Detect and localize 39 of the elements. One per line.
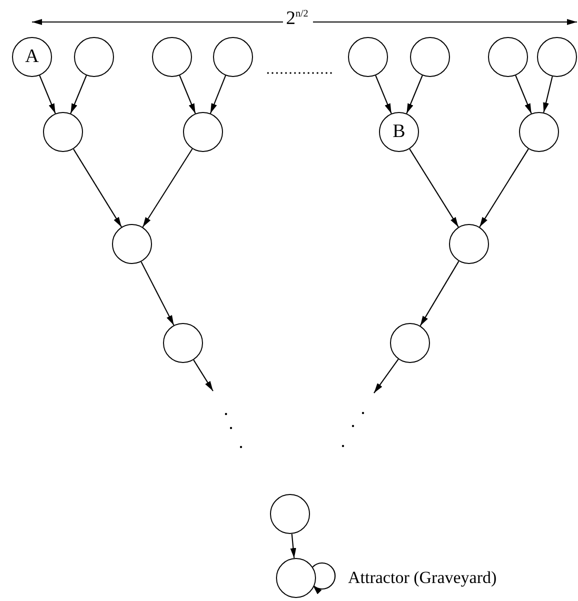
state-circle	[112, 224, 152, 264]
state-circle	[43, 112, 83, 152]
arrow	[420, 260, 460, 326]
state-circle	[519, 112, 559, 152]
arrow	[193, 360, 214, 392]
arrow	[409, 148, 459, 228]
state-circle	[213, 37, 253, 77]
arrow	[70, 75, 87, 114]
state-circle	[276, 558, 316, 598]
state-circle	[74, 37, 114, 77]
arrow	[374, 358, 399, 394]
arrow	[375, 75, 392, 114]
arrow	[39, 75, 56, 114]
state-circle	[379, 112, 419, 152]
state-circle	[449, 224, 489, 264]
arrow	[290, 534, 296, 558]
state-circle	[348, 37, 388, 77]
node-label: B	[392, 121, 406, 143]
arrow	[406, 75, 423, 114]
state-circle	[410, 37, 450, 77]
arrow	[543, 76, 553, 113]
arrow	[140, 262, 174, 326]
arrow	[179, 75, 196, 114]
self-loop-arrow	[312, 562, 336, 594]
arrow	[515, 75, 532, 114]
arrow	[210, 75, 226, 114]
arrow	[73, 148, 122, 228]
state-circle	[270, 494, 310, 534]
node-caption: Attractor (Graveyard)	[348, 568, 497, 588]
state-circle	[163, 323, 203, 363]
state-circle	[390, 323, 430, 363]
arrow	[479, 148, 529, 228]
state-circle	[183, 112, 223, 152]
arrow	[142, 148, 193, 228]
node-label: A	[25, 46, 39, 68]
state-circle	[537, 37, 577, 77]
state-circle	[12, 37, 52, 77]
state-circle	[488, 37, 528, 77]
state-circle	[152, 37, 192, 77]
